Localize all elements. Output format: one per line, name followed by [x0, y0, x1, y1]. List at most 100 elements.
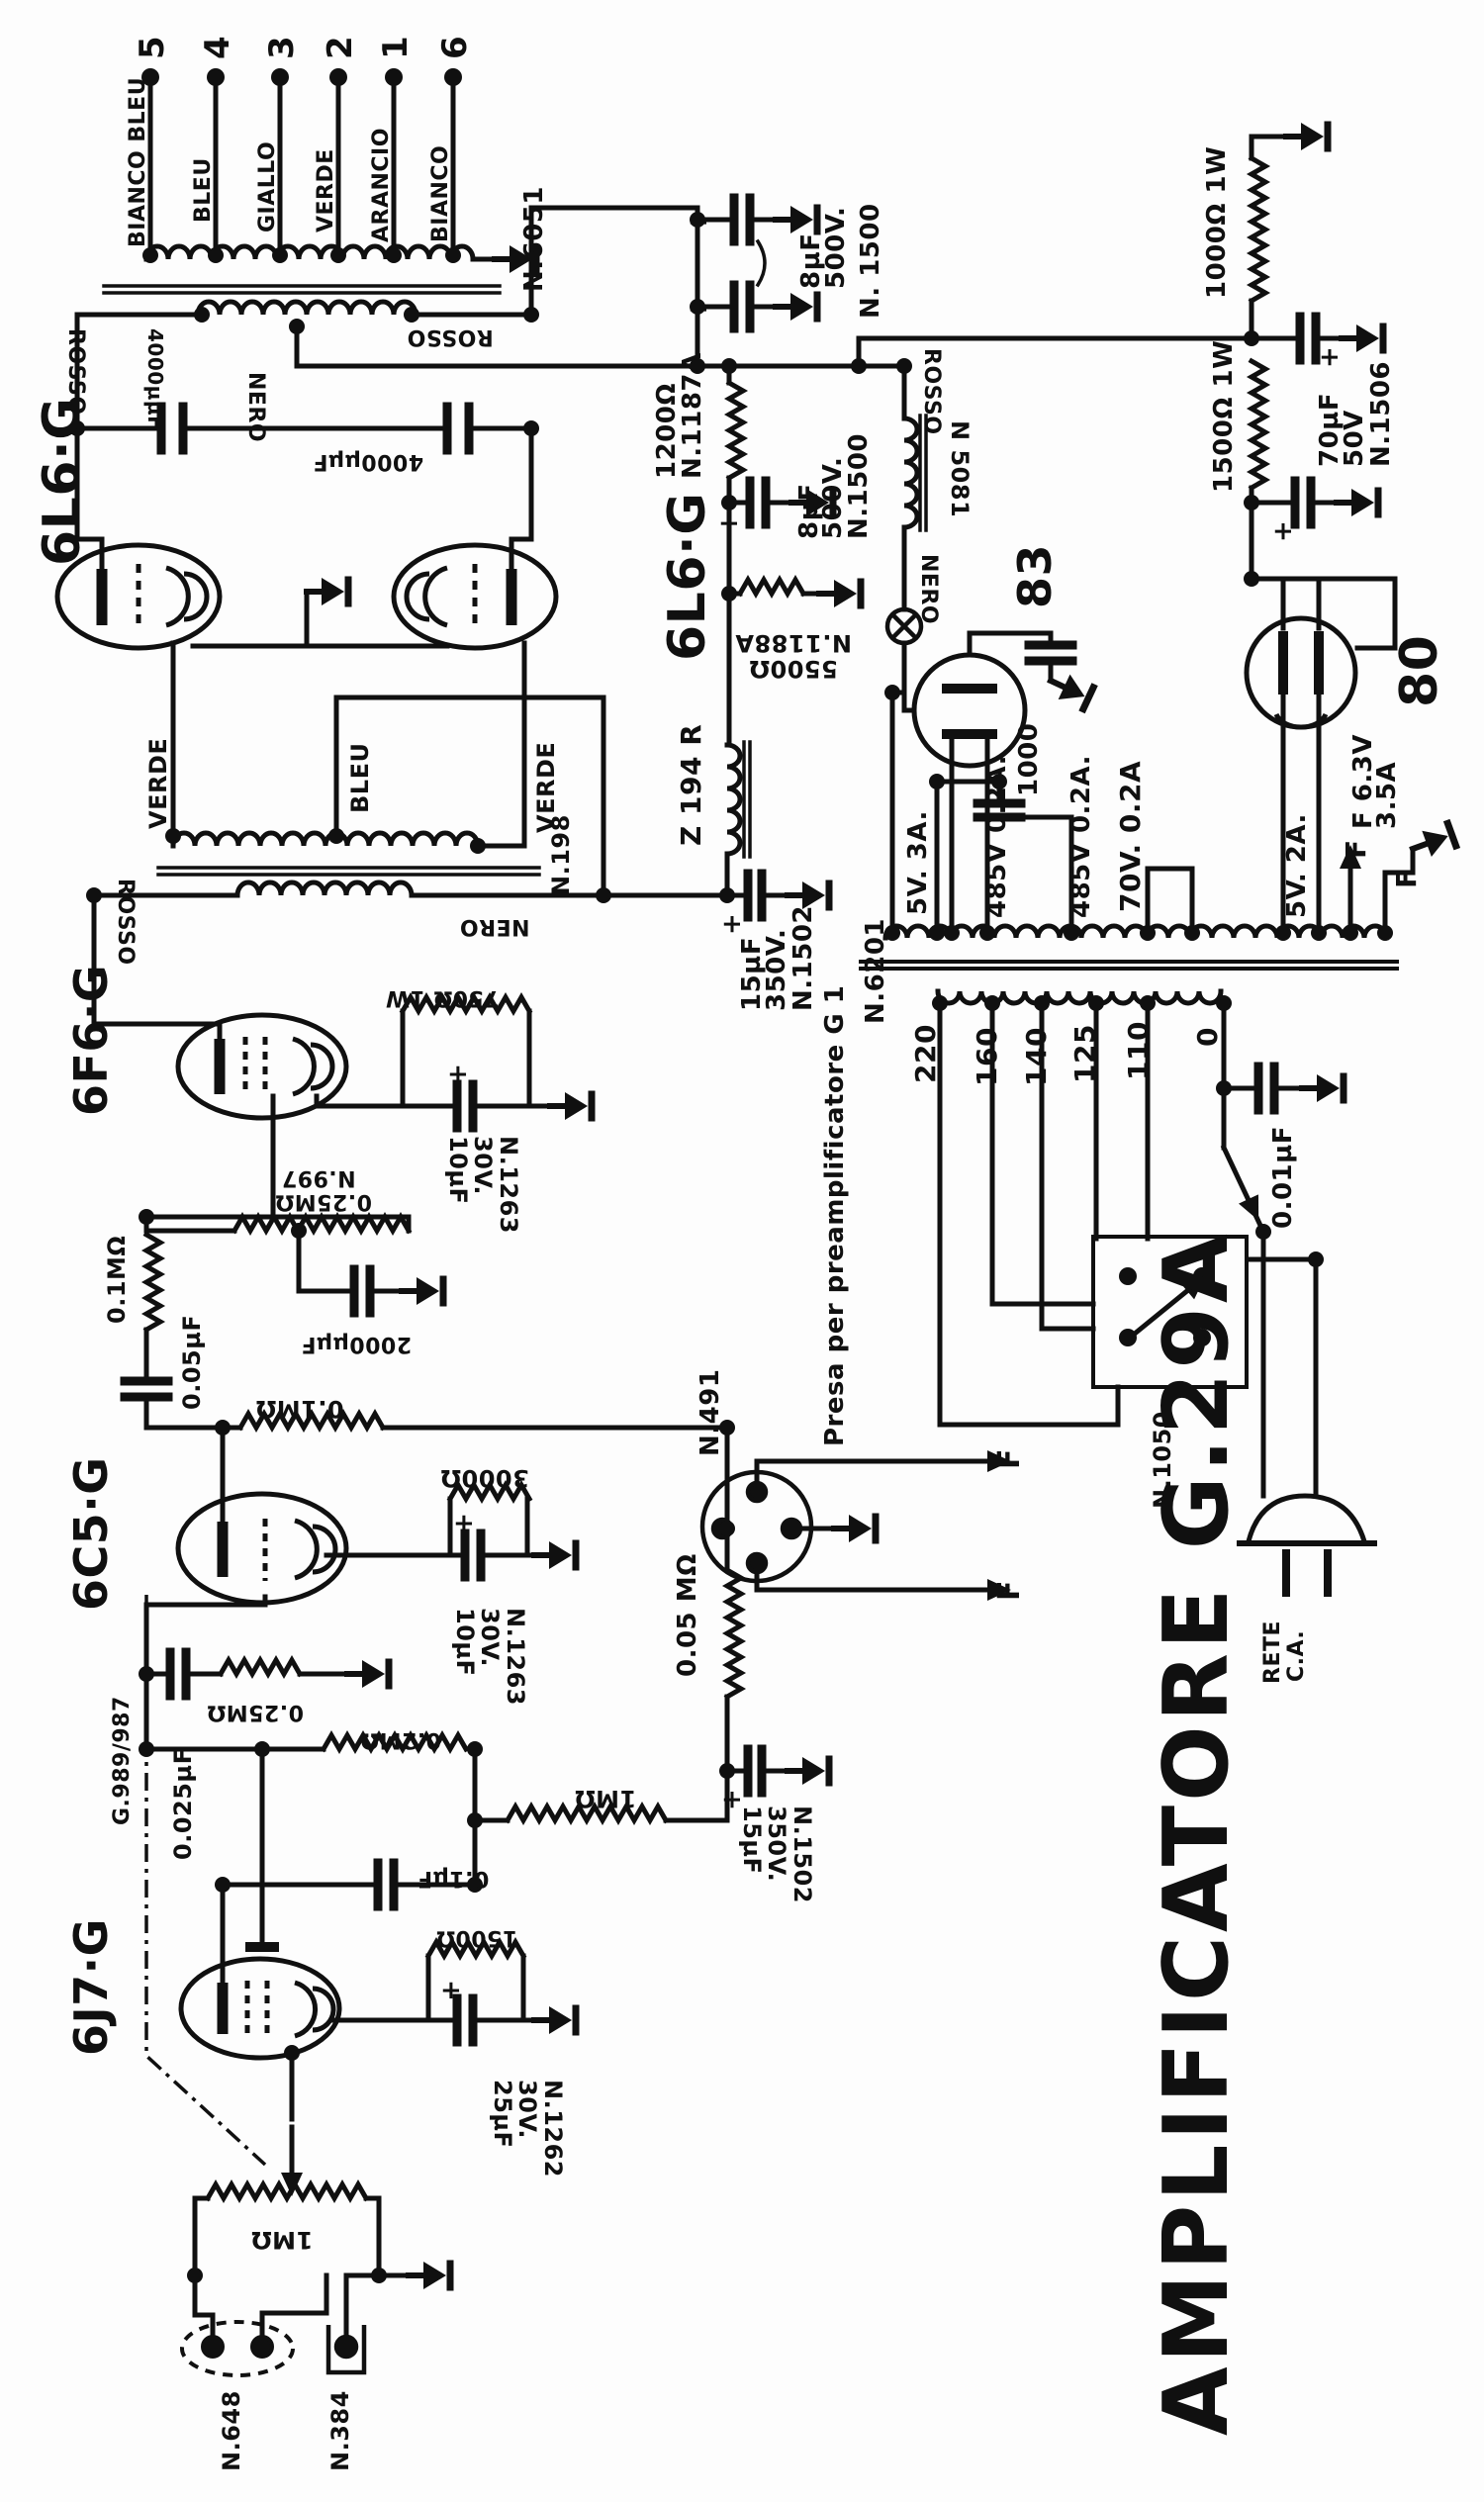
label-terminal-4: 4 — [198, 36, 237, 59]
label-tube-6j7: 6J7·G — [64, 1918, 118, 2056]
label-tube-6l6-right: 6L6·G — [658, 493, 717, 661]
mains-plug — [1237, 1493, 1377, 1597]
label-sec-35a: 3.5A — [1372, 762, 1402, 829]
label-sec-485b: 485V 0.2A. — [1067, 755, 1096, 918]
label-c4000-left: 4000µµF — [143, 328, 167, 429]
label-tap-220: 220 — [909, 1024, 942, 1083]
label-n997: N.997 — [281, 1165, 355, 1190]
plus-c10a: + — [447, 1060, 469, 1089]
plus-c70: + — [1315, 346, 1345, 368]
label-terminal-5: 5 — [133, 36, 172, 59]
label-sec-70v: 70V. 0.2A — [1114, 761, 1147, 912]
label-rosso-primary: ROSSO — [407, 324, 494, 349]
label-r1m-pot: 1MΩ — [251, 2226, 313, 2254]
label-c15a-uf: 15µF — [737, 937, 767, 1011]
pilot-lamp-icon — [884, 606, 924, 646]
label-c8-500: 500V. — [818, 457, 848, 539]
label-rosso-n5081: ROSSO — [919, 348, 944, 435]
label-c25-uf: 25µF — [489, 2080, 516, 2148]
label-terminal-6: 6 — [435, 36, 475, 59]
label-ca: C.A. — [1284, 1630, 1309, 1682]
label-c15a-no: N.1502 — [788, 905, 818, 1011]
label-c10a-no: N.1263 — [495, 1136, 522, 1234]
label-c10b-v: 30V. — [476, 1608, 504, 1667]
label-n6051: N.6051 — [519, 186, 549, 292]
label-n648: N.648 — [218, 2390, 245, 2471]
label-c15b-uf: 15µF — [738, 1806, 766, 1874]
label-z194: Z 194 R — [675, 724, 707, 846]
label-n384: N.384 — [326, 2390, 354, 2471]
tube-6l6-left — [54, 542, 223, 651]
label-c15a-v: 350V. — [762, 929, 791, 1011]
label-color-verde: VERDE — [314, 148, 338, 232]
label-r750: 750Ω 1W — [385, 985, 499, 1010]
label-c8-uf: 8µF — [794, 484, 824, 539]
label-shield: G.989/987 — [110, 1696, 135, 1825]
label-c001: 0.01µF — [1268, 1126, 1298, 1229]
label-c005: 0.05µF — [178, 1315, 206, 1410]
label-c8dual-uf: 8µF — [796, 233, 826, 289]
label-r1m-load: 1MΩ — [575, 1785, 636, 1812]
label-sec-485a: 485V 0.2A. — [982, 755, 1012, 918]
label-r005m: 0.05 MΩ — [673, 1553, 702, 1677]
label-r1500w: 1500Ω 1W — [1209, 340, 1239, 493]
label-c15b-no: N.1502 — [788, 1806, 816, 1903]
label-c10a-v: 30V. — [469, 1136, 497, 1195]
label-nero-n5081: NERO — [916, 554, 941, 624]
label-r1200: 1200Ω — [652, 383, 682, 479]
label-tap-110: 110 — [1122, 1021, 1155, 1080]
label-rete: RETE — [1260, 1621, 1285, 1684]
label-n6201: N.6201 — [861, 918, 890, 1024]
label-c8-no: N.1500 — [844, 433, 874, 539]
plus-c10b: + — [453, 1509, 475, 1538]
label-rosso-left: ROSSO — [63, 328, 88, 416]
input-jack-n648 — [180, 2320, 295, 2377]
label-tube-6l6-left: 6L6·G — [33, 398, 92, 566]
label-tap-0: 0 — [1191, 1027, 1224, 1047]
label-color-bleu: BLEU — [191, 157, 216, 223]
label-r025-div: 0.25MΩ — [275, 1189, 372, 1214]
plus-c15a: + — [717, 913, 747, 935]
tube-6j7 — [178, 1942, 342, 2061]
label-n198: N.198 — [547, 814, 575, 895]
label-terminal-2: 2 — [321, 36, 360, 59]
label-nero-n198: NERO — [459, 914, 529, 939]
label-c0025: 0.025µF — [169, 1748, 197, 1860]
input-jack-n384 — [325, 2325, 367, 2375]
shield-boundary — [144, 1595, 267, 2167]
label-n5081: N 5081 — [946, 420, 974, 517]
label-c2000: 2000µµF — [301, 1332, 412, 1356]
plus-c8dual-1: + — [684, 212, 713, 233]
plus-c8dual-2: + — [684, 299, 713, 321]
label-c70-no: N.1506 — [1366, 361, 1396, 467]
tube-6l6-right — [391, 542, 559, 651]
label-c10a-uf: 10µF — [444, 1136, 472, 1204]
tube-83-rectifier — [911, 652, 1028, 769]
label-c8dual-no: N. 1500 — [856, 203, 885, 319]
label-tap-125: 125 — [1068, 1024, 1101, 1083]
label-color-bianco-bleu: BIANCO BLEU — [126, 77, 150, 247]
label-c70-uf: 70µF — [1315, 393, 1345, 467]
label-c10b-uf: 10µF — [451, 1608, 479, 1676]
label-c25-no: N.1262 — [539, 2080, 567, 2178]
plus-c70b: + — [1268, 520, 1298, 542]
label-r025-grid: 0.25MΩ — [207, 1700, 304, 1724]
label-c8dual-500: 500V. — [821, 207, 851, 289]
plus-c25: + — [440, 1976, 462, 2005]
label-r02: 0.2MΩ — [360, 1727, 441, 1752]
label-f3: F — [1340, 839, 1372, 859]
label-tap-140: 140 — [1020, 1027, 1053, 1086]
label-tube-80: 80 — [1390, 635, 1449, 707]
label-presa: Presa per preamplificatore G 1 — [820, 985, 850, 1446]
label-n1050: N.1050 — [1149, 1411, 1176, 1509]
junction-dots — [69, 68, 1393, 2283]
label-color-bianco: BIANCO — [428, 145, 453, 242]
label-color-arancio: ARANCIO — [369, 128, 394, 242]
label-verde-right: VERDE — [532, 742, 560, 833]
label-color-giallo: GIALLO — [255, 141, 280, 232]
label-c25-v: 30V. — [513, 2080, 541, 2139]
label-f4: F — [1390, 869, 1423, 888]
label-terminal-1: 1 — [376, 36, 416, 59]
